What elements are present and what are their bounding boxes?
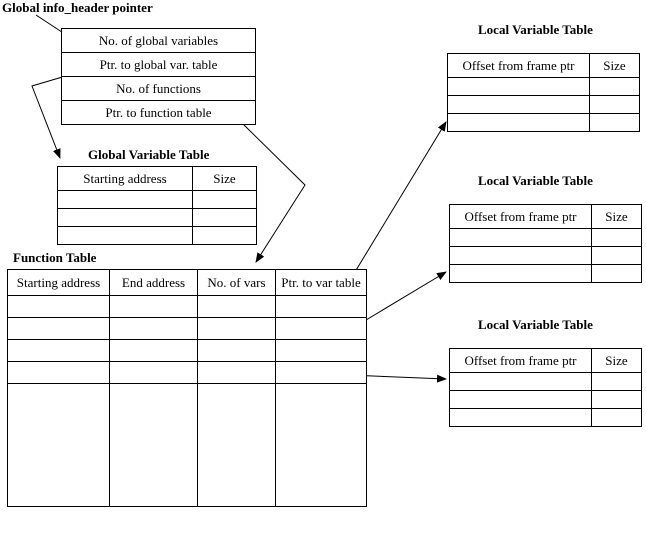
lv2-cell [591,228,642,247]
table-row: Ptr. to function table [61,100,256,125]
lv1-cell [589,95,640,114]
table-row [449,372,642,391]
table-row [7,339,367,362]
ft-cell [275,317,367,340]
ft-cell [109,295,198,318]
ft-cell [109,339,198,362]
lv1-cell [447,113,590,132]
lv2-cell [449,264,592,283]
label-function-table: Function Table [13,250,97,265]
ft-cell [7,339,110,362]
ft-cell [7,317,110,340]
ft-cell [7,295,110,318]
table-row [57,226,257,245]
function-table: Starting address End address No. of vars… [7,269,367,507]
ft-cell [7,361,110,384]
header-row-2: No. of functions [61,76,256,101]
gv-cell [192,226,257,245]
ft-cell-tall [7,383,110,507]
ft-cell [197,339,276,362]
ft-header-starting-address: Starting address [7,269,110,296]
gv-cell [192,208,257,227]
table-row [447,113,640,132]
ft-cell [197,317,276,340]
table-row [57,208,257,227]
table-row: No. of global variables [61,28,256,53]
lv2-header-size: Size [591,204,642,229]
ft-cell [275,361,367,384]
ft-header-no-of-vars: No. of vars [197,269,276,296]
table-row [7,361,367,384]
lv2-cell [449,246,592,265]
lv3-cell [591,408,642,427]
ft-cell [109,361,198,384]
header-row-0: No. of global variables [61,28,256,53]
gv-cell [57,226,193,245]
lv3-cell [449,408,592,427]
lv3-cell [449,390,592,409]
table-row: Ptr. to global var. table [61,52,256,77]
label-local-variable-table-3: Local Variable Table [478,317,593,332]
label-global-variable-table: Global Variable Table [88,147,210,162]
local-variable-table-1: Offset from frame ptr Size [447,53,640,132]
lv1-cell [589,113,640,132]
lv1-header-size: Size [589,53,640,78]
ft-cell [197,295,276,318]
table-row [7,383,367,507]
gv-cell [192,190,257,209]
lv2-cell [591,246,642,265]
label-global-pointer: Global info_header pointer [2,0,153,15]
ft-cell [275,339,367,362]
table-row [449,264,642,283]
table-row [449,408,642,427]
info-header-table: No. of global variables Ptr. to global v… [61,28,256,125]
gv-header-starting-address: Starting address [57,166,193,191]
header-row-1: Ptr. to global var. table [61,52,256,77]
lv3-cell [449,372,592,391]
ft-header-ptr-to-var-table: Ptr. to var table [275,269,367,296]
ft-cell-tall [109,383,198,507]
lv3-header-offset: Offset from frame ptr [449,348,592,373]
table-row: Offset from frame ptr Size [449,348,642,373]
lv2-header-offset: Offset from frame ptr [449,204,592,229]
table-row: Starting address End address No. of vars… [7,269,367,296]
local-variable-table-3: Offset from frame ptr Size [449,348,642,427]
lv1-header-offset: Offset from frame ptr [447,53,590,78]
lv1-cell [447,95,590,114]
ft-cell-tall [275,383,367,507]
label-local-variable-table-2: Local Variable Table [478,173,593,188]
table-row: Offset from frame ptr Size [447,53,640,78]
table-row: No. of functions [61,76,256,101]
table-row [7,317,367,340]
global-variable-table: Starting address Size [57,166,257,245]
ft-header-end-address: End address [109,269,198,296]
lv1-cell [447,77,590,96]
table-row [447,77,640,96]
gv-header-size: Size [192,166,257,191]
table-row [447,95,640,114]
table-row [57,190,257,209]
lv3-header-size: Size [591,348,642,373]
label-local-variable-table-1: Local Variable Table [478,22,593,37]
table-row: Offset from frame ptr Size [449,204,642,229]
lv2-cell [449,228,592,247]
table-row [7,295,367,318]
ft-cell-tall [197,383,276,507]
ft-cell [275,295,367,318]
table-row [449,390,642,409]
table-row: Starting address Size [57,166,257,191]
ft-cell [197,361,276,384]
lv3-cell [591,372,642,391]
header-row-3: Ptr. to function table [61,100,256,125]
local-variable-table-2: Offset from frame ptr Size [449,204,642,283]
gv-cell [57,190,193,209]
lv3-cell [591,390,642,409]
table-row [449,246,642,265]
gv-cell [57,208,193,227]
table-row [449,228,642,247]
ft-cell [109,317,198,340]
lv2-cell [591,264,642,283]
lv1-cell [589,77,640,96]
